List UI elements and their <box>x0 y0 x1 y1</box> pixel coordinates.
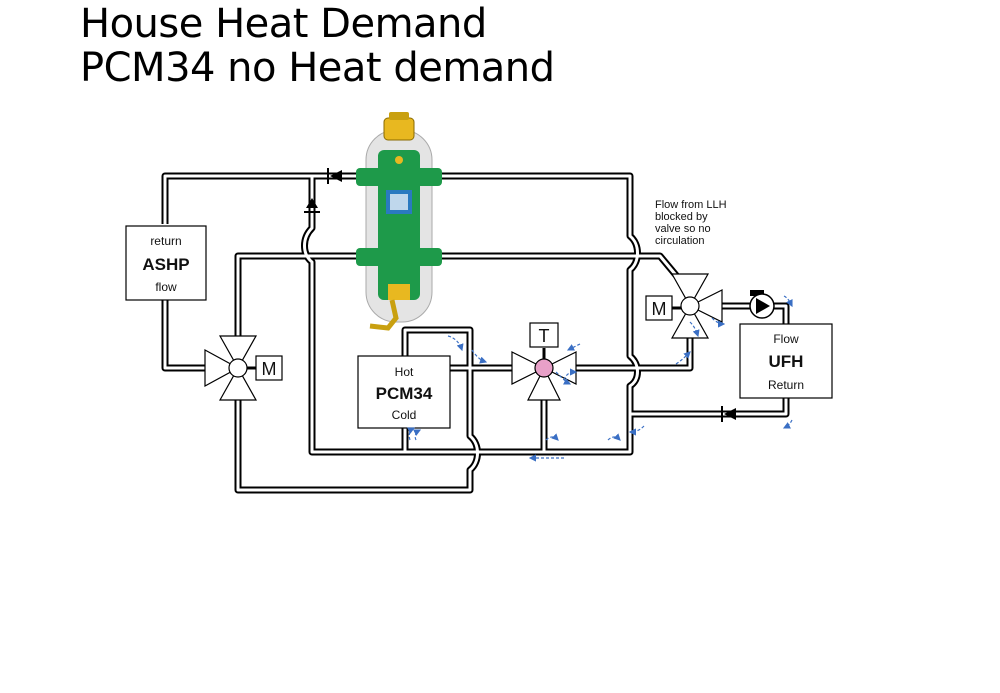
right-mixing-valve <box>670 273 723 339</box>
flow-blocked-note: Flow from LLH blocked by valve so no cir… <box>655 199 727 247</box>
ufh-name: UFH <box>769 352 804 371</box>
check-valve-top <box>327 168 342 184</box>
ashp-unit: return ASHP flow <box>125 225 207 301</box>
check-valve-ufh-return <box>721 406 736 422</box>
ashp-name: ASHP <box>142 255 189 274</box>
note-line-3: valve so no <box>655 223 711 235</box>
ashp-flow-label: flow <box>155 280 177 294</box>
title-line-2: PCM34 no Heat demand <box>80 45 555 91</box>
thermostat-head: T <box>529 322 559 348</box>
pipe-network <box>161 172 790 494</box>
right-motor-label: M <box>652 299 667 319</box>
ufh-pump <box>749 290 775 319</box>
pcm-name: PCM34 <box>376 384 433 403</box>
ashp-return-label: return <box>150 234 181 248</box>
pcm-hot-label: Hot <box>395 365 414 379</box>
note-line-4: circulation <box>655 235 705 247</box>
pcm34-store: Hot PCM34 Cold <box>357 355 451 429</box>
right-motor-actuator: M <box>645 295 673 321</box>
thermostatic-valve <box>511 348 577 401</box>
check-valve-vertical <box>304 198 320 213</box>
ufh-flow-label: Flow <box>773 332 799 346</box>
pcm-cold-label: Cold <box>392 408 417 422</box>
low-loss-header <box>356 112 442 331</box>
note-line-2: blocked by <box>655 211 708 223</box>
left-motor-actuator: M <box>255 355 283 381</box>
flow-arrows <box>407 295 793 462</box>
thermostat-label: T <box>539 326 550 346</box>
left-mixing-valve <box>204 335 258 401</box>
ufh-return-label: Return <box>768 378 804 392</box>
note-line-1: Flow from LLH <box>655 199 727 211</box>
left-motor-label: M <box>262 359 277 379</box>
title-line-1: House Heat Demand <box>80 1 487 47</box>
ufh-unit: Flow UFH Return <box>739 323 833 399</box>
